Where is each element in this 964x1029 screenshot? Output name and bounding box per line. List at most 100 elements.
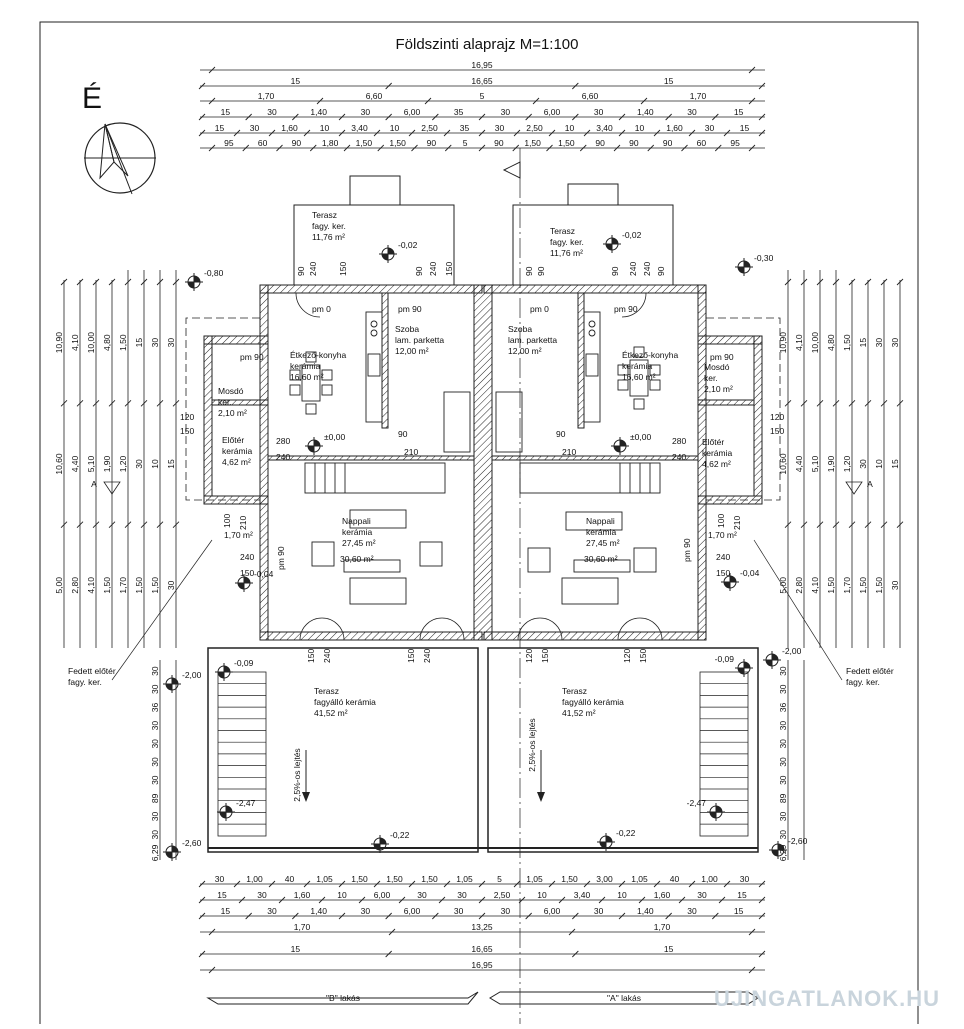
door-label: pm 0 [530,304,549,314]
room-kitchen-left-text: 16,60 m² [290,372,324,382]
dimension-label: 10 [337,890,347,900]
dimension-label: 15 [664,76,674,86]
opening-dimension-label: 240 [322,649,332,663]
dimension-label: 30 [166,338,176,348]
dimension-tick [525,912,532,920]
room-bathroom-right-text: 2,10 m² [704,384,733,394]
dimension-tick [572,950,579,958]
dimension-tick [268,129,276,137]
dimension-tick [411,144,418,152]
door-label: pm 90 [710,352,734,362]
dimension-tick [723,129,731,137]
room-living-right-text: kerámia [586,527,617,537]
level-marker: -2,60 [769,836,808,859]
dimension-label: 30 [697,890,707,900]
dimension-tick [864,400,872,407]
dimension-ticks-bottom [198,880,766,974]
dimension-label: 10 [617,890,627,900]
dimension-tick [572,82,579,90]
room-bathroom-left-text: Mosdó [218,386,244,396]
level-markers: -0,80-0,02-0,02-0,30±0,00±0,00-0,04-0,04… [163,230,808,861]
dimension-label: 1,50 [874,577,884,594]
dimension-label: 10,90 [778,332,788,354]
room-entry-left: 1,70 m² [224,530,253,540]
dimension-tick [758,912,766,920]
dimension-tick [198,880,206,888]
dimension-label: 4,10 [810,577,820,594]
dimension-tick [245,113,252,121]
dimension-tick [338,912,346,920]
dimension-label: 1,70 [258,91,275,101]
dimension-tick [343,144,351,152]
level-label: -2,00 [182,670,202,680]
dimension-tick [124,400,132,407]
opening-dimension-label: 150 [444,262,454,276]
dimension-label: 15 [740,123,750,133]
dimension-tick [748,97,756,105]
dimension-tick [156,400,164,407]
dimension-label: 40 [285,874,295,884]
level-marker: -0,09 [215,658,254,681]
dimension-label: 15 [291,944,301,954]
dimension-label: 6,00 [544,906,561,916]
dimension-label: 1,50 [826,577,836,594]
dimension-chain-stairs [159,660,805,860]
dimension-label: 1,70 [294,922,311,932]
dimension-tick [598,896,606,904]
dimension-tick [647,144,655,152]
dimension-tick [478,896,486,904]
dimension-tick [548,129,556,137]
level-label: -2,60 [788,836,808,846]
dimension-label: 4,40 [70,455,80,472]
dimension-label: 1,50 [558,138,575,148]
level-marker: -0,04 [235,569,274,592]
door-label: pm 90 [614,304,638,314]
dimension-tick [513,129,521,137]
room-bathroom-left-text: 2,10 m² [218,408,247,418]
dimension-label: 30 [858,459,868,469]
dimension-tick [618,880,626,888]
dimension-tick [583,880,591,888]
dimension-tick [292,113,299,121]
dimension-label: 3,00 [596,874,613,884]
dimension-tick [76,400,84,407]
covered-entry-label-right: Fedett előtér [846,666,894,676]
dimension-label: 15 [221,906,231,916]
dimension-label: 30 [150,721,160,731]
level-marker: -0,22 [597,828,636,851]
dimension-tick [748,144,756,152]
dimension-tick [532,97,540,105]
dimension-label: 30 [501,107,511,117]
dimension-tick [848,278,856,286]
dimension-label: 13,25 [471,922,493,932]
dimension-label: 10,00 [86,332,96,354]
dimension-tick [478,129,486,137]
dimension-label: 30 [215,874,225,884]
dimension-tick [832,278,840,286]
room-hall-right-text: kerámia [702,448,733,458]
dimension-tick [92,400,100,407]
room-hall-left-text: Előtér [222,435,244,445]
dimension-tick [800,400,808,407]
dimension-tick [714,144,722,152]
dimension-label: 15 [215,123,225,133]
dimension-label: 15 [858,338,868,348]
level-marker: ±0,00 [305,432,345,455]
exterior-walls [203,284,763,641]
dimension-label: 1,50 [351,874,368,884]
dimension-tick [758,129,766,137]
dimension-label: 30 [778,775,788,785]
room-bedroom-right-text: Szoba [508,324,532,334]
dimension-label: 30 [166,580,176,590]
dimension-tick [268,880,276,888]
opening-dimension-label: 210 [404,447,418,457]
dimension-label: 30 [778,757,788,767]
dimension-label: 4,10 [794,334,804,351]
dimension-tick [124,278,132,286]
leader-covered-entry-right [753,539,843,681]
dimension-labels-left: 10,9010,605,004,104,402,8010,005,104,104… [54,332,176,594]
dimension-label: 30 [267,906,277,916]
